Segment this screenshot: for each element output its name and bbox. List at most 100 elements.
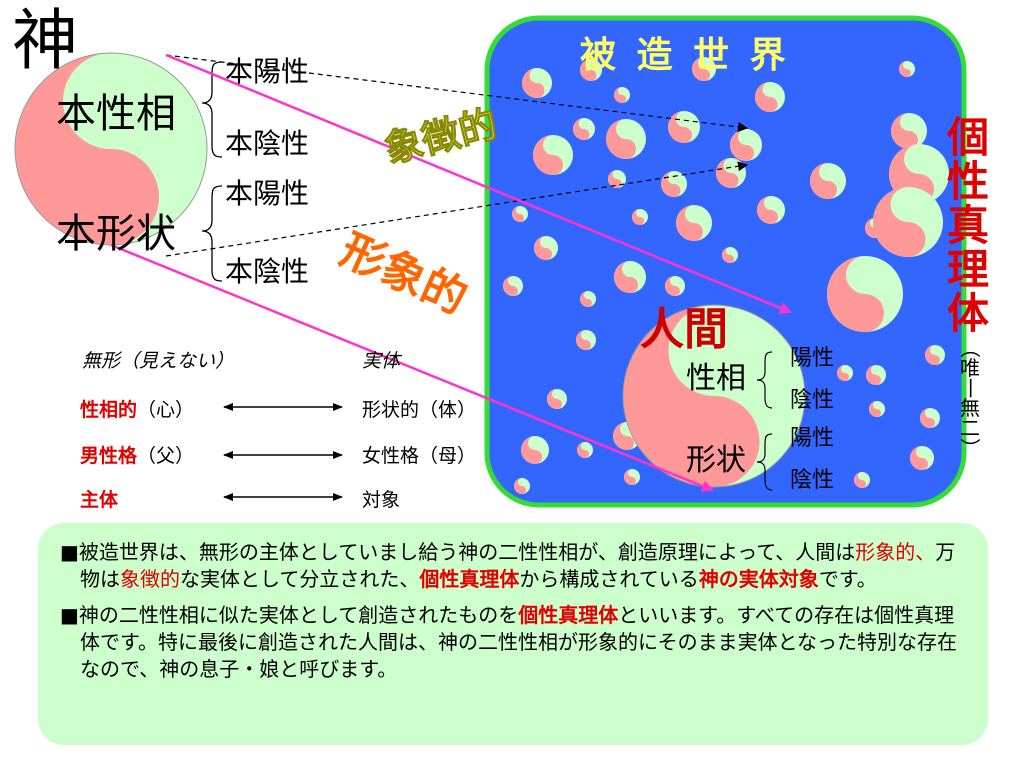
small-taiji bbox=[580, 59, 602, 81]
small-taiji bbox=[608, 170, 626, 188]
text-span: から構成されている bbox=[519, 567, 699, 591]
small-taiji bbox=[716, 158, 746, 188]
note-char: 二 bbox=[960, 416, 980, 440]
small-taiji bbox=[521, 436, 549, 464]
small-taiji bbox=[891, 113, 927, 149]
text-span: な実体として分立された、 bbox=[180, 567, 420, 591]
legend-key: 主体 bbox=[80, 489, 119, 511]
human-title: 人間 bbox=[640, 304, 728, 355]
small-taiji bbox=[827, 256, 903, 332]
human-form-label: 形状 bbox=[686, 443, 746, 478]
small-taiji bbox=[722, 247, 738, 263]
side-char: 個 bbox=[946, 113, 989, 162]
small-taiji bbox=[676, 205, 712, 241]
small-taiji bbox=[614, 87, 630, 103]
legend-left-header: 無形（見えない） bbox=[82, 350, 235, 372]
dashed-arrow-yin bbox=[165, 161, 748, 257]
small-taiji bbox=[854, 472, 870, 488]
small-taiji bbox=[580, 291, 596, 307]
small-taiji bbox=[606, 119, 646, 159]
human-yang-2: 陽性 bbox=[790, 426, 835, 451]
small-taiji bbox=[547, 389, 567, 409]
note-char: 一 bbox=[958, 378, 982, 398]
human-sexuality-label: 性相 bbox=[686, 361, 746, 396]
small-taiji bbox=[757, 196, 785, 224]
small-taiji bbox=[577, 442, 593, 458]
magenta-arrow-upper bbox=[165, 53, 792, 314]
brace-human-form bbox=[756, 433, 773, 491]
god-yin-1: 本陰性 bbox=[225, 127, 310, 160]
note-char: 無 bbox=[960, 396, 980, 420]
small-taiji bbox=[632, 209, 648, 225]
note-char: ） bbox=[958, 438, 982, 458]
small-taiji bbox=[522, 68, 552, 98]
god-yang-1: 本陽性 bbox=[225, 55, 310, 88]
small-taiji bbox=[614, 261, 646, 293]
explanation-panel: ■被造世界は、無形の主体としていまし給う神の二性性相が、創造原理によって、人間は… bbox=[38, 523, 988, 745]
highlight-substantial-object: 神の実体対象 bbox=[698, 567, 819, 591]
god-yang-2: 本陽性 bbox=[225, 177, 310, 210]
small-taiji bbox=[668, 111, 700, 143]
note-char: （ bbox=[958, 338, 982, 358]
small-taiji bbox=[866, 365, 886, 385]
legend-row-2-left: 男性格（父） bbox=[80, 441, 194, 468]
brace-human-sexuality bbox=[756, 351, 773, 409]
side-char: 体 bbox=[946, 289, 989, 338]
legend-row-3-right: 対象 bbox=[362, 489, 401, 511]
legend-right-header: 実体 bbox=[362, 350, 401, 372]
small-taiji bbox=[692, 57, 716, 81]
text-span: 万物は bbox=[80, 540, 956, 591]
small-taiji bbox=[899, 61, 915, 77]
god-yin-2: 本陰性 bbox=[225, 255, 310, 288]
small-taiji bbox=[534, 236, 558, 260]
human-taiji bbox=[622, 304, 806, 488]
text-span: ■被造世界は、無形の主体としていまし給う神の二性性相が、創造原理によって、人間は bbox=[60, 540, 856, 564]
created-world-title: 被 造 世 界 bbox=[580, 35, 790, 76]
god-taiji bbox=[14, 52, 208, 246]
god-label: 神 bbox=[12, 2, 78, 79]
side-char: 性 bbox=[946, 157, 989, 206]
human-yang-1: 陽性 bbox=[790, 346, 835, 371]
human-yin-1: 陰性 bbox=[790, 388, 835, 413]
small-taiji bbox=[514, 478, 530, 494]
small-taiji bbox=[624, 469, 640, 485]
small-taiji bbox=[869, 401, 885, 417]
small-taiji bbox=[576, 330, 596, 350]
small-taiji bbox=[873, 187, 943, 257]
dashed-arrow-yang bbox=[165, 54, 748, 132]
legend-row-2-right: 女性格（母） bbox=[362, 445, 477, 467]
small-taiji-group bbox=[503, 57, 949, 494]
unique-note: （ 唯 一 無 二 ） bbox=[958, 338, 982, 458]
explanation-paragraph-2: ■神の二性性相に似た実体として創造されたものを個性真理体といいます。すべての存在… bbox=[60, 602, 968, 683]
small-taiji bbox=[755, 82, 785, 112]
side-char: 理 bbox=[946, 245, 989, 294]
small-taiji bbox=[730, 129, 762, 161]
small-taiji bbox=[925, 345, 945, 365]
brace-god-sexuality bbox=[201, 61, 223, 158]
magenta-arrow-lower bbox=[110, 243, 714, 492]
small-taiji bbox=[573, 118, 595, 140]
explanation-paragraph-1: ■被造世界は、無形の主体としていまし給う神の二性性相が、創造原理によって、人間は… bbox=[60, 539, 968, 593]
legend-key: 性相的 bbox=[80, 399, 138, 421]
legend-key: 男性格 bbox=[80, 445, 138, 467]
small-taiji bbox=[665, 276, 685, 296]
individual-truth-body-label: 個 性 真 理 体 bbox=[941, 116, 995, 336]
small-taiji bbox=[837, 365, 853, 381]
text-span: ■神の二性性相に似た実体として創造されたものを bbox=[60, 603, 519, 627]
legend-key-suffix: （心） bbox=[137, 399, 195, 421]
text-span: です。 bbox=[818, 567, 877, 591]
legend-row-1-left: 性相的（心） bbox=[80, 395, 194, 422]
small-taiji bbox=[910, 446, 934, 470]
brace-god-form bbox=[201, 185, 223, 282]
legend-row-3-left: 主体 bbox=[80, 485, 118, 512]
god-form-label: 本形状 bbox=[56, 211, 176, 257]
legend-row-1-right: 形状的（体） bbox=[362, 399, 477, 421]
highlight-truth-body: 個性真理体 bbox=[419, 567, 520, 591]
small-taiji bbox=[503, 276, 523, 296]
god-sexuality-label: 本性相 bbox=[56, 91, 176, 137]
highlight-symbolic: 象徴的 bbox=[120, 567, 180, 591]
small-taiji bbox=[533, 135, 573, 175]
highlight-image: 形象的、 bbox=[855, 540, 936, 564]
highlight-truth-body: 個性真理体 bbox=[518, 603, 619, 627]
